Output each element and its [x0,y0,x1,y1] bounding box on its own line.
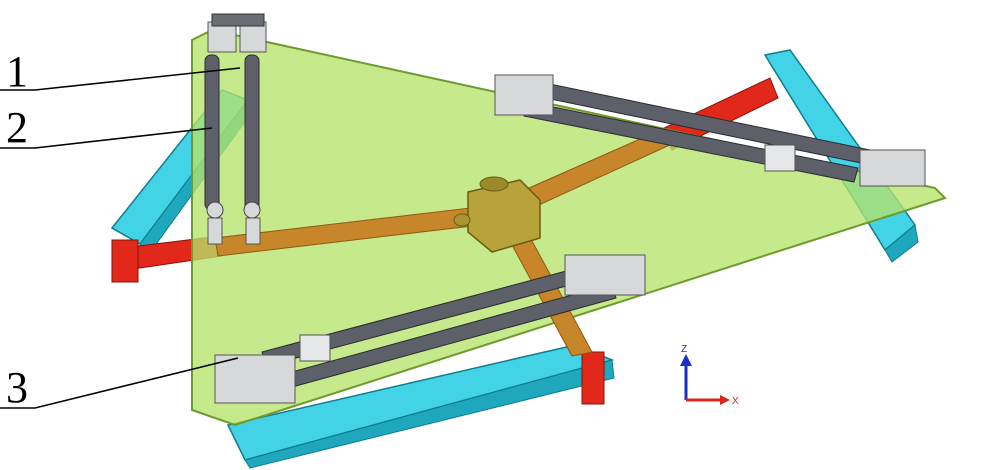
z-axis-label: Z [681,344,687,355]
callout-1: 1 [6,47,28,96]
leader-1 [0,67,241,91]
x-axis-label: X [732,396,739,407]
x-axis-arrow [720,395,730,405]
central-hub [453,176,541,253]
callout-3: 3 [6,363,28,412]
leg-pair-right [494,74,926,187]
callout-leaders [0,67,241,409]
crank-bottom-post [581,351,605,405]
leg-pair-bottom [214,254,646,404]
z-axis-arrow [680,354,692,366]
axis-triad: Z X [680,344,739,407]
leader-2 [0,127,213,149]
callout-2: 2 [6,103,28,152]
leg-pair-left [204,13,267,245]
base-arm-right-side [884,224,919,263]
leader-3 [0,357,239,409]
crank-left-post [111,239,139,283]
base-arm-bottom-side [244,359,615,469]
